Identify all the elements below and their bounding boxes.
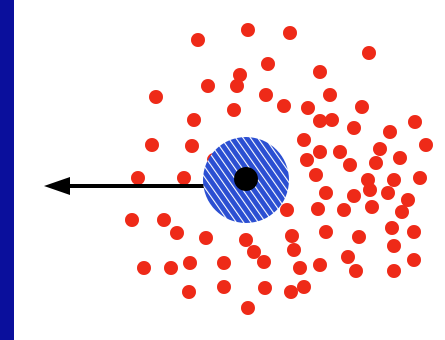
particle [297, 280, 311, 294]
particle [131, 171, 145, 185]
particle [297, 133, 311, 147]
particle [300, 153, 314, 167]
particle [365, 200, 379, 214]
particle [182, 285, 196, 299]
particle [395, 205, 409, 219]
particle [401, 193, 415, 207]
particle [257, 255, 271, 269]
particle [323, 88, 337, 102]
diagram-panel [14, 0, 445, 340]
particle [164, 261, 178, 275]
black-dot-icon [234, 167, 258, 191]
particle [230, 79, 244, 93]
particle [201, 79, 215, 93]
particle [284, 285, 298, 299]
particle [277, 99, 291, 113]
particle [373, 142, 387, 156]
particle [341, 250, 355, 264]
particle [387, 239, 401, 253]
particle [301, 101, 315, 115]
particle [313, 114, 327, 128]
diagram-canvas [14, 0, 445, 340]
particle [419, 138, 433, 152]
particle [387, 173, 401, 187]
particle [259, 88, 273, 102]
particle [280, 203, 294, 217]
particle [355, 100, 369, 114]
particle [185, 139, 199, 153]
particle [258, 281, 272, 295]
particle [191, 33, 205, 47]
particle [343, 158, 357, 172]
particle [283, 26, 297, 40]
particle [227, 103, 241, 117]
particle [387, 264, 401, 278]
particle [352, 230, 366, 244]
particle [407, 225, 421, 239]
particle [337, 203, 351, 217]
particle [177, 171, 191, 185]
particle [408, 115, 422, 129]
particle [183, 256, 197, 270]
particle [311, 202, 325, 216]
particle [187, 113, 201, 127]
particle [319, 186, 333, 200]
particle [261, 57, 275, 71]
particle [170, 226, 184, 240]
particle [293, 261, 307, 275]
particle [333, 145, 347, 159]
particle [313, 65, 327, 79]
particle [157, 213, 171, 227]
particle [241, 23, 255, 37]
particle [241, 301, 255, 315]
particle [247, 245, 261, 259]
particle [381, 186, 395, 200]
particle [137, 261, 151, 275]
particle [385, 221, 399, 235]
particle [199, 231, 213, 245]
particle [287, 243, 301, 257]
particle [313, 258, 327, 272]
particle [347, 189, 361, 203]
particle [363, 183, 377, 197]
left-arrow-icon [44, 177, 70, 195]
particle [239, 233, 253, 247]
particle [309, 168, 323, 182]
particle [362, 46, 376, 60]
particle [347, 121, 361, 135]
particle [125, 213, 139, 227]
particle [217, 280, 231, 294]
particle [285, 229, 299, 243]
particle [313, 145, 327, 159]
particle [369, 156, 383, 170]
particle [393, 151, 407, 165]
particle [349, 264, 363, 278]
particle [149, 90, 163, 104]
particle [413, 171, 427, 185]
particle [383, 125, 397, 139]
particle [325, 113, 339, 127]
particle [217, 256, 231, 270]
particle [319, 225, 333, 239]
particle [145, 138, 159, 152]
particle [407, 253, 421, 267]
